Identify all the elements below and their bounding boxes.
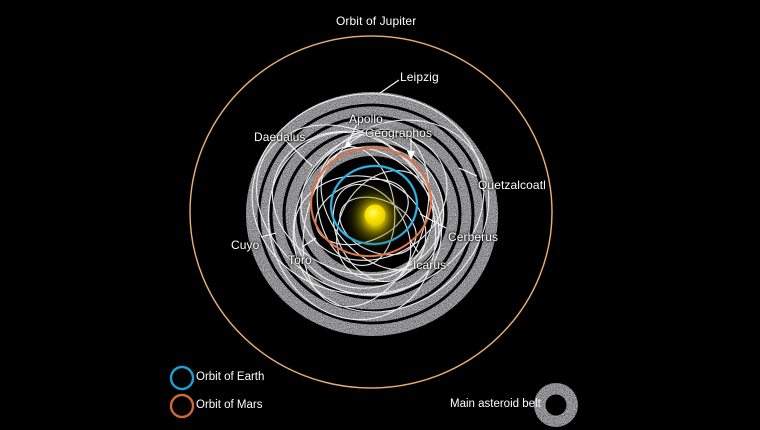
legend-label-orbit-of-earth: Orbit of Earth: [196, 371, 265, 383]
asteroid-belt-ring-icon: [530, 379, 584, 430]
leader-apollo-arrow: [344, 141, 352, 149]
orbit-leipzig: [251, 93, 485, 295]
leader-daedalus: [284, 139, 313, 167]
legend-earth-circle-outline-icon: [169, 365, 195, 391]
leader-icarus: [409, 239, 419, 253]
leader-leipzig: [379, 79, 400, 94]
leader-geographos-arrow: [407, 151, 415, 160]
label-leader-lines: [260, 79, 478, 253]
leader-cerberus: [419, 213, 447, 229]
legend-label-main-asteroid-belt: Main asteroid belt: [450, 398, 541, 410]
legend-mars-circle-outline-icon: [169, 393, 195, 419]
leader-quetzalcoatl: [458, 167, 478, 177]
legend-label-orbit-of-mars: Orbit of Mars: [196, 399, 263, 411]
orbit-extra-b: [320, 147, 440, 271]
leader-apollo: [347, 123, 358, 144]
orbit-of-jupiter-path: [189, 35, 553, 389]
orbit-of-mars-path: [310, 146, 432, 258]
sun: [341, 179, 409, 255]
orbit-geographos: [300, 131, 448, 261]
orbit-toro: [293, 175, 427, 289]
leader-cuyo: [260, 232, 277, 238]
orbit-apollo: [271, 130, 445, 276]
leader-toro: [301, 237, 317, 248]
